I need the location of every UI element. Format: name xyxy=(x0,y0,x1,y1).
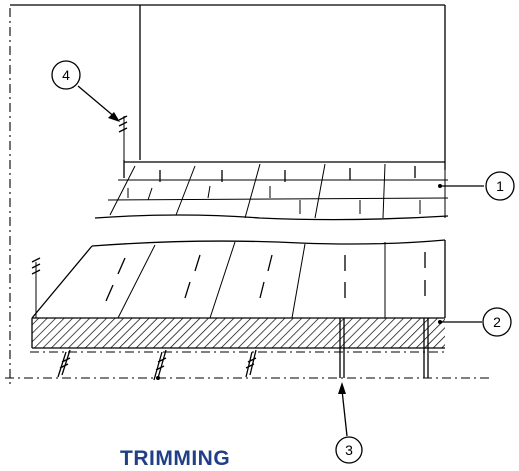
wall-outline xyxy=(9,4,446,385)
callout-1: 1 xyxy=(438,171,515,201)
diagram-caption: TRIMMING xyxy=(120,447,231,470)
callout-3: 3 xyxy=(335,382,363,464)
svg-text:3: 3 xyxy=(345,442,353,458)
upper-tile-surface xyxy=(94,161,449,221)
lower-tile-surface xyxy=(31,239,446,319)
svg-text:2: 2 xyxy=(493,314,501,330)
svg-text:1: 1 xyxy=(496,178,504,194)
break-marks xyxy=(31,115,128,318)
svg-text:4: 4 xyxy=(62,67,70,83)
hatched-bedding-layer xyxy=(31,317,445,378)
callout-2: 2 xyxy=(438,307,512,337)
anchors xyxy=(57,349,257,381)
callout-4: 4 xyxy=(51,60,120,122)
